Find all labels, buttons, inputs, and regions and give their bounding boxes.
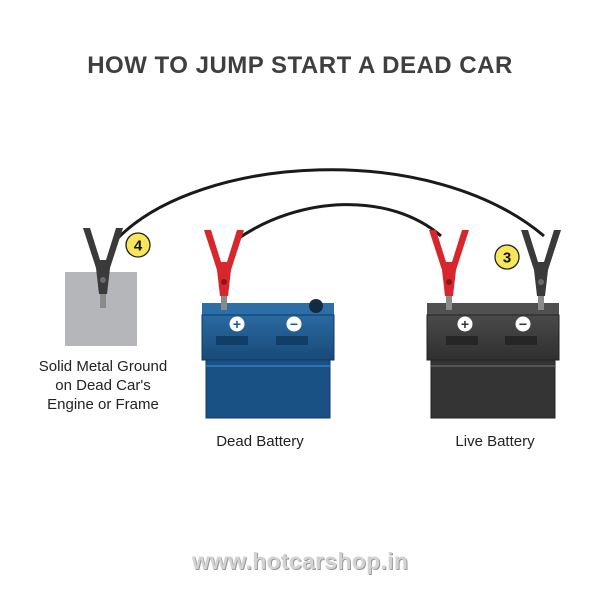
red-clamp-dead-battery-icon [204,230,244,310]
live-negative-terminal [515,316,531,332]
dead-positive-terminal [229,316,245,332]
live-positive-symbol: + [461,316,469,332]
ground-label-line-3: Engine or Frame [47,396,159,413]
ground-label-line-1: Solid Metal Ground [38,358,168,375]
positive-cable [235,203,442,242]
black-clamp-ground-icon [83,228,123,308]
dead-battery-cap [309,299,323,313]
live-positive-terminal [457,316,473,332]
dead-positive-symbol: + [233,316,241,332]
live-negative-symbol: − [519,316,527,332]
step-3-badge [494,244,520,270]
negative-cable [116,168,545,240]
step-4-number: 4 [134,238,143,255]
diagram-title: HOW TO JUMP START A DEAD CAR [87,52,513,79]
step-3-number: 3 [503,250,511,267]
step-4-badge [125,232,151,258]
ground-label: Solid Metal Ground on Dead Car's Engine … [18,357,188,414]
ground-label-line-2: on Dead Car's [55,377,151,394]
red-clamp-live-battery-icon [429,230,469,310]
dead-negative-symbol: − [290,316,298,332]
dead-battery-label: Dead Battery [216,433,304,450]
dead-battery [201,299,335,419]
live-battery-label: Live Battery [455,433,535,450]
live-battery [426,303,560,419]
dead-negative-terminal [286,316,302,332]
website-watermark: www.hotcarshop.in [191,548,409,574]
black-clamp-live-battery-icon [521,230,561,310]
